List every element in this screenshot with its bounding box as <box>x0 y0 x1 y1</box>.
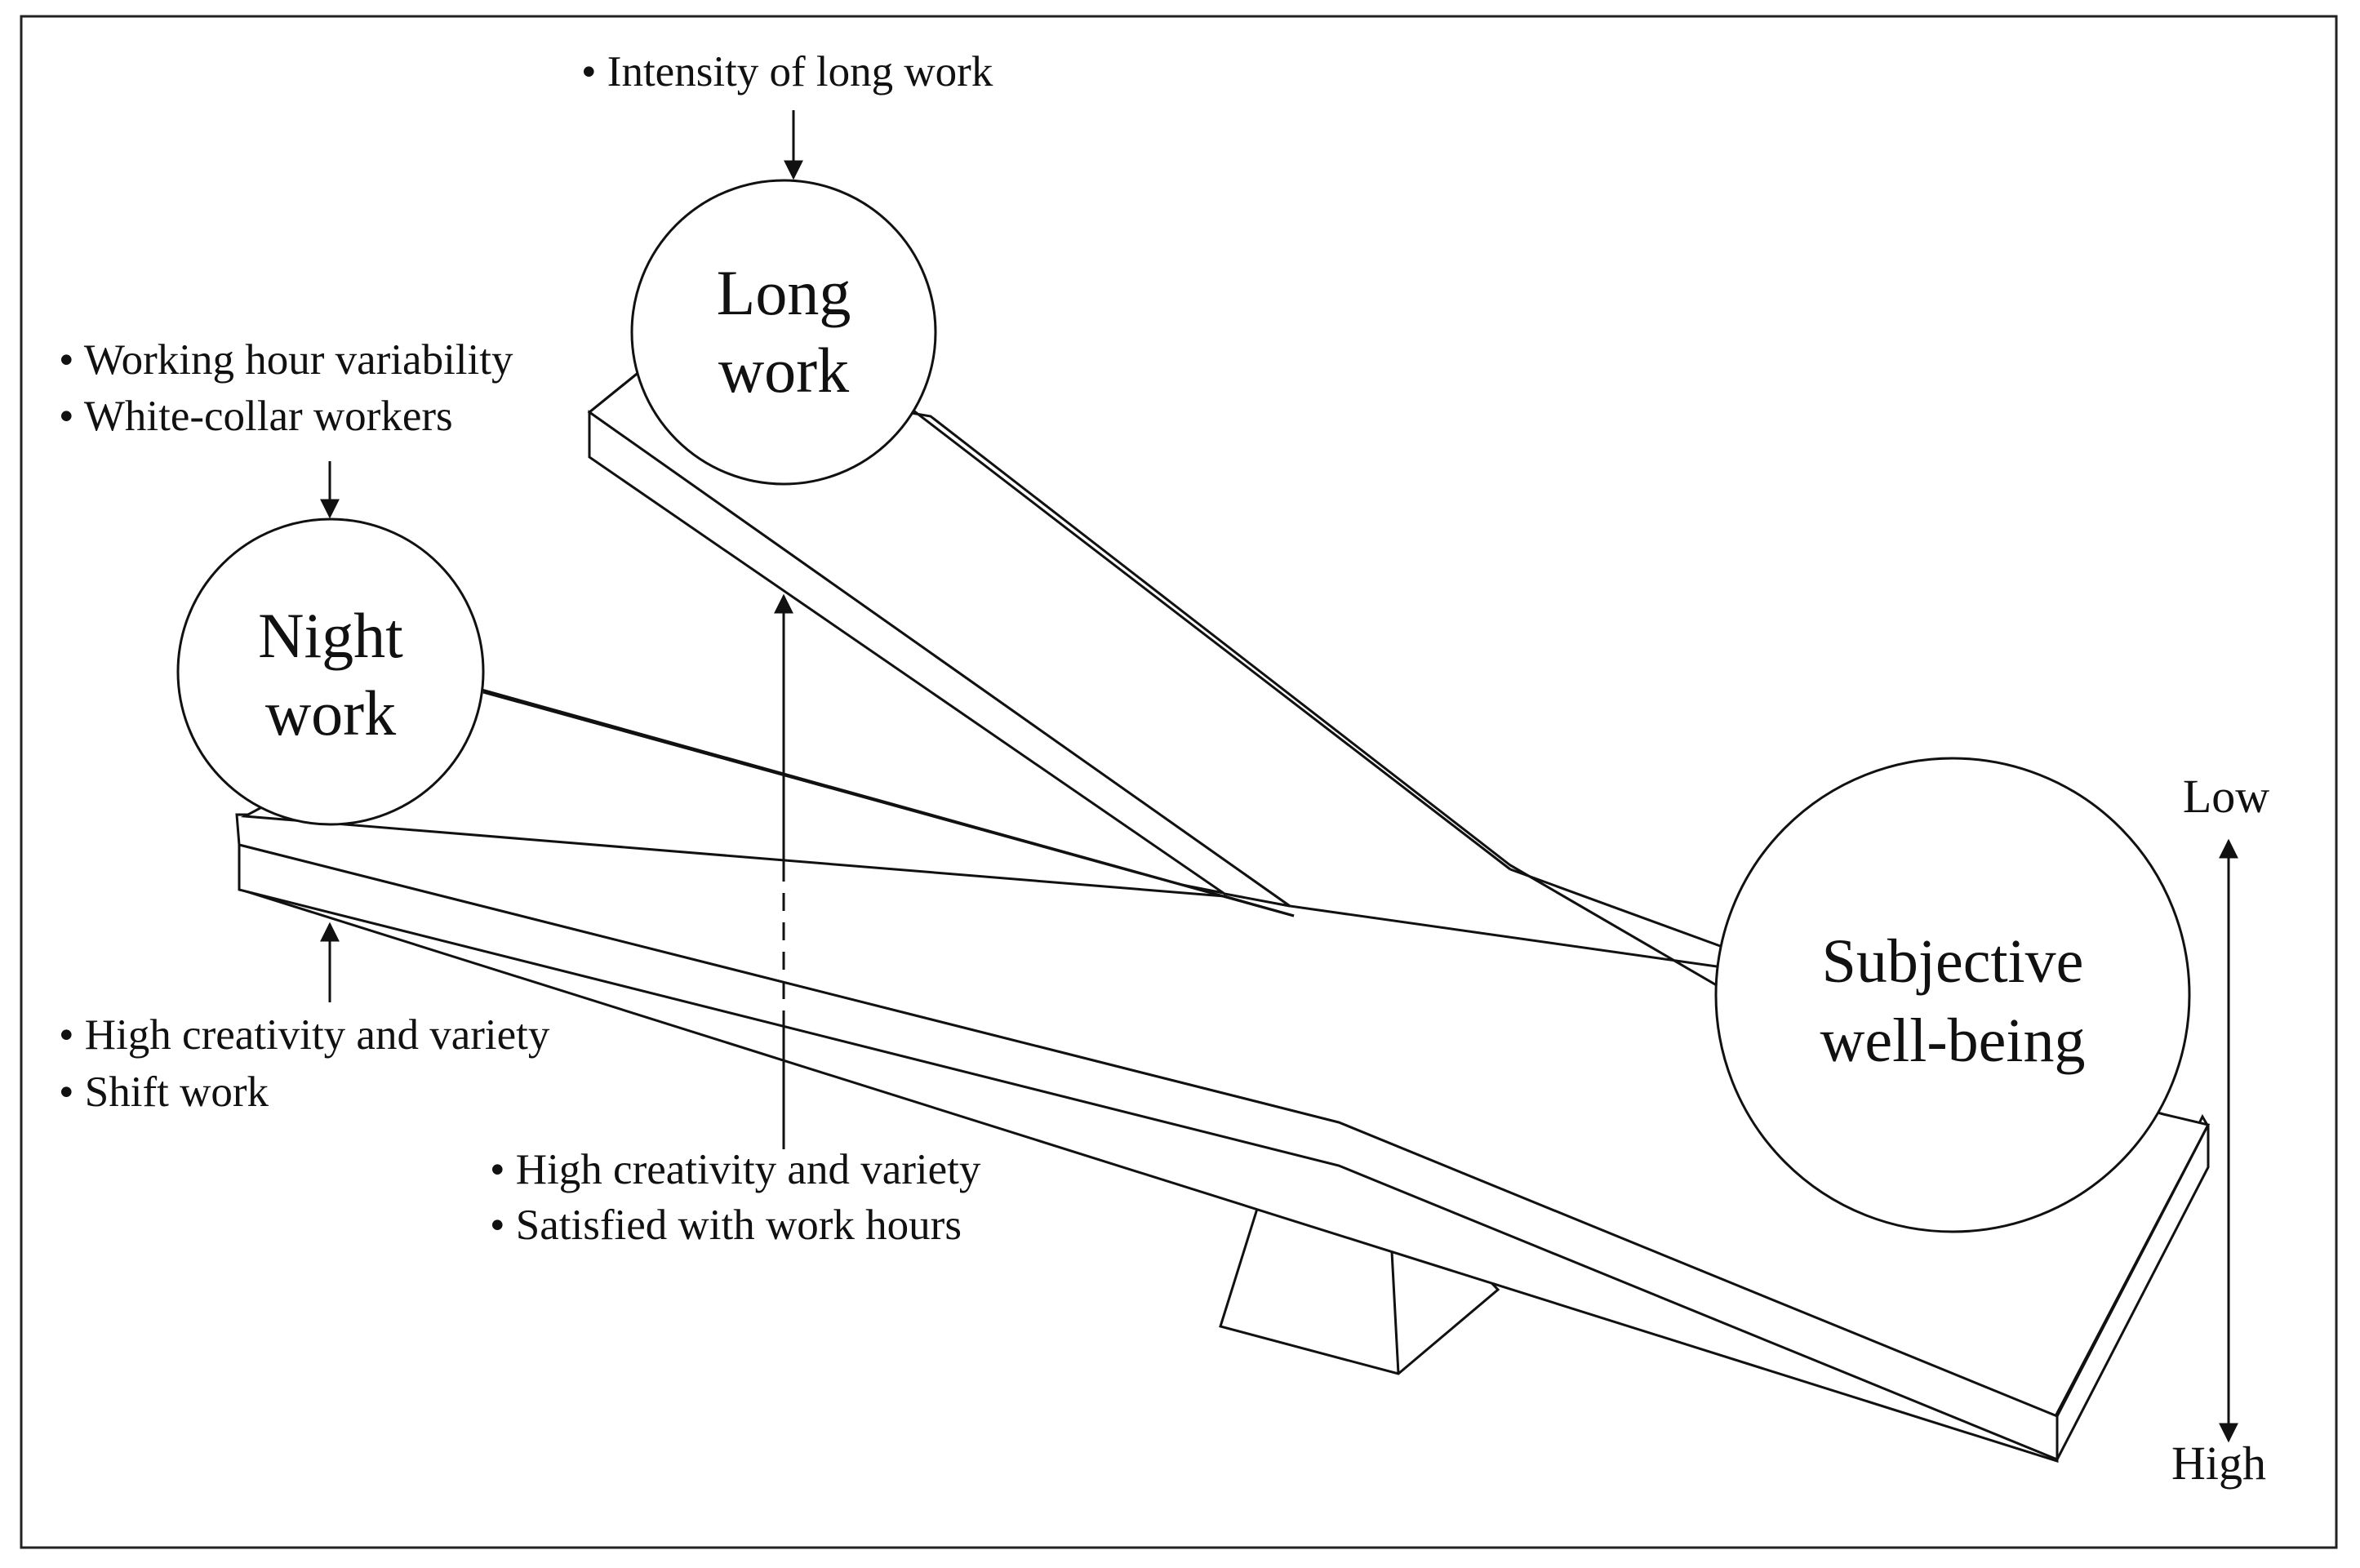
night-work-label-line1: Night <box>258 600 403 671</box>
scale-high-label: High <box>2171 1437 2266 1490</box>
long-work-label-line2: work <box>718 335 849 406</box>
long-work-label-line1: Long <box>717 257 851 328</box>
annotation-long-work-top: • Intensity of long work <box>581 48 993 180</box>
night-work-node: Night work <box>176 517 485 826</box>
annotation-night-work-top: • Working hour variability • White-colla… <box>59 336 513 519</box>
wellbeing-label-line1: Subjective <box>1822 927 2084 996</box>
subjective-wellbeing-node: Subjective well-being <box>1714 757 2191 1233</box>
annotation-text: • White-collar workers <box>59 393 453 440</box>
annotation-text: • High creativity and variety <box>59 1011 550 1059</box>
annotation-text: • Shift work <box>59 1068 269 1116</box>
wellbeing-label-line2: well-being <box>1820 1006 2085 1075</box>
annotation-text: • High creativity and variety <box>490 1146 981 1193</box>
annotation-long-work-bottom: • High creativity and variety • Satisfie… <box>490 593 981 1249</box>
main-plank <box>235 813 2211 1464</box>
figure-frame <box>20 15 2338 1549</box>
annotation-night-work-bottom: • High creativity and variety • Shift wo… <box>59 922 550 1116</box>
annotation-text: • Satisfied with work hours <box>490 1202 962 1249</box>
scale-low-label: Low <box>2183 770 2269 823</box>
night-work-label-line2: work <box>265 677 396 748</box>
annotation-text: • Intensity of long work <box>581 48 993 96</box>
annotation-text: • Working hour variability <box>59 336 513 384</box>
long-work-node: Long work <box>630 179 937 486</box>
wellbeing-scale: Low High <box>2171 770 2269 1490</box>
